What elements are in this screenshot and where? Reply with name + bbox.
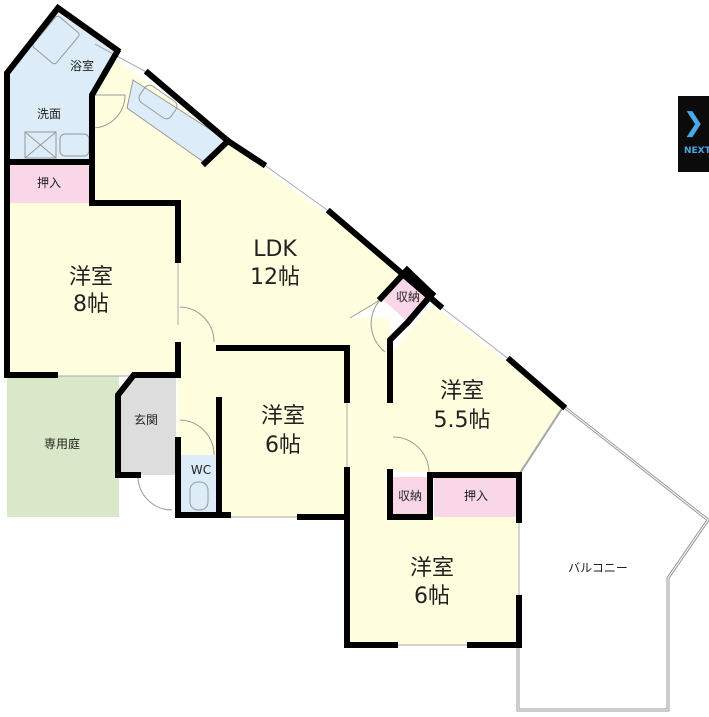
storage-2-label: 収納 [398, 489, 422, 503]
western-6b-name: 洋室 [410, 556, 454, 581]
storage-1-label: 収納 [396, 290, 420, 304]
toilet [189, 481, 209, 511]
ldk-area [92, 58, 410, 515]
balcony-label: バルコニー [568, 561, 628, 575]
western-6a-size: 6帖 [265, 433, 301, 458]
washroom-label: 洗面 [37, 107, 61, 121]
walls [3, 3, 568, 648]
entrance-label: 玄関 [134, 412, 158, 427]
western-6a-area [219, 348, 347, 517]
closet-1-label: 押入 [37, 176, 61, 190]
bath-area [7, 8, 117, 95]
bathtub [32, 15, 80, 65]
closet-1-area [7, 163, 92, 203]
western-8-area [7, 203, 178, 375]
wc-area [178, 455, 221, 515]
next-button[interactable]: ❯ NEXT [678, 96, 709, 172]
garden-label: 専用庭 [44, 436, 80, 451]
washing-machine [24, 131, 57, 159]
western-6b-area [347, 517, 519, 645]
doors [91, 94, 430, 511]
western-8-name: 洋室 [69, 265, 113, 290]
chevron-right-icon: ❯ [682, 108, 705, 138]
closet-2-label: 押入 [464, 489, 488, 503]
closet-2-area [434, 477, 519, 517]
western-55-size: 5.5帖 [434, 408, 491, 433]
western-6a-name: 洋室 [261, 404, 305, 429]
western-6b-size: 6帖 [414, 584, 450, 609]
entrance-area [118, 376, 176, 475]
wc-label: WC [191, 463, 211, 477]
balcony-area [516, 403, 709, 712]
ldk-size: 12帖 [250, 265, 300, 290]
western-8-size: 8帖 [73, 292, 109, 317]
western-55-name: 洋室 [440, 379, 484, 404]
washroom-area [7, 95, 92, 160]
western-55-area [390, 305, 563, 472]
garden-area [7, 376, 119, 517]
ldk-name: LDK [253, 237, 297, 262]
bath-label: 浴室 [70, 58, 94, 73]
hall-area-2 [345, 318, 390, 518]
storage-2-area [390, 477, 430, 517]
next-label: NEXT [684, 146, 709, 156]
